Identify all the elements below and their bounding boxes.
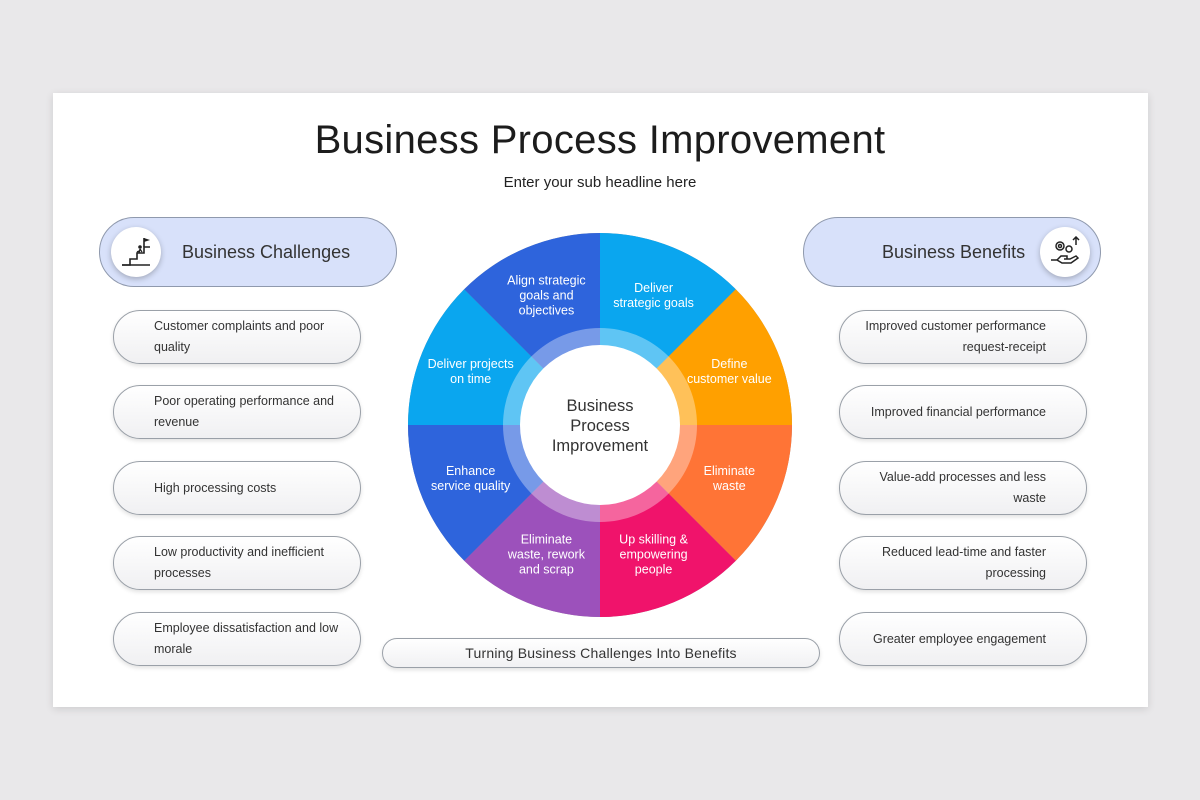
wheel-segment-5 bbox=[464, 480, 600, 617]
challenge-item-4-label: Low productivity and inefficient process… bbox=[154, 545, 325, 580]
staircase-flag-icon bbox=[111, 227, 161, 277]
wheel-center bbox=[520, 345, 680, 505]
benefit-item-4: Reduced lead-time and faster processing bbox=[839, 536, 1087, 590]
challenge-item-4: Low productivity and inefficient process… bbox=[113, 536, 361, 590]
challenge-item-1-label: Customer complaints and poor quality bbox=[154, 319, 325, 354]
benefit-item-2-label: Improved financial performance bbox=[870, 404, 1046, 419]
wheel-segment-2 bbox=[655, 289, 792, 425]
benefit-item-3: Value-add processes and less waste bbox=[839, 461, 1087, 515]
challenge-item-3: High processing costs bbox=[113, 461, 361, 515]
wheel-segment-6 bbox=[408, 425, 545, 561]
wheel-segment-4 bbox=[600, 480, 736, 617]
hand-gears-icon bbox=[1040, 227, 1090, 277]
benefit-item-5: Greater employee engagement bbox=[839, 612, 1087, 666]
benefit-item-2: Improved financial performance bbox=[839, 385, 1087, 439]
wheel-segment-8 bbox=[464, 233, 600, 370]
challenge-item-2: Poor operating performance and revenue bbox=[113, 385, 361, 439]
benefit-item-1-label: Improved customer performance request-re… bbox=[865, 319, 1046, 354]
challenge-item-3-label: High processing costs bbox=[154, 480, 277, 495]
challenge-item-5: Employee dissatisfaction and low morale bbox=[113, 612, 361, 666]
benefits-header-label: Business Benefits bbox=[882, 242, 1026, 262]
benefit-item-5-label: Greater employee engagement bbox=[872, 631, 1046, 646]
footer-banner: Turning Business Challenges Into Benefit… bbox=[382, 638, 820, 668]
challenges-header: Business Challenges bbox=[99, 217, 397, 287]
page-title: Business Process Improvement bbox=[314, 118, 886, 162]
wheel-segment-1 bbox=[600, 233, 736, 370]
challenge-item-2-label: Poor operating performance and revenue bbox=[154, 394, 334, 429]
benefit-item-4-label: Reduced lead-time and faster processing bbox=[882, 545, 1046, 580]
challenge-item-1: Customer complaints and poor quality bbox=[113, 310, 361, 364]
benefit-item-1: Improved customer performance request-re… bbox=[839, 310, 1087, 364]
wheel-segment-7 bbox=[408, 289, 545, 425]
benefits-header: Business Benefits bbox=[803, 217, 1101, 287]
wheel-segment-3 bbox=[655, 425, 792, 561]
challenge-item-5-label: Employee dissatisfaction and low morale bbox=[154, 621, 339, 656]
benefit-item-3-label: Value-add processes and less waste bbox=[879, 470, 1046, 505]
page-subtitle: Enter your sub headline here bbox=[503, 174, 697, 191]
challenges-header-label: Business Challenges bbox=[182, 242, 351, 262]
